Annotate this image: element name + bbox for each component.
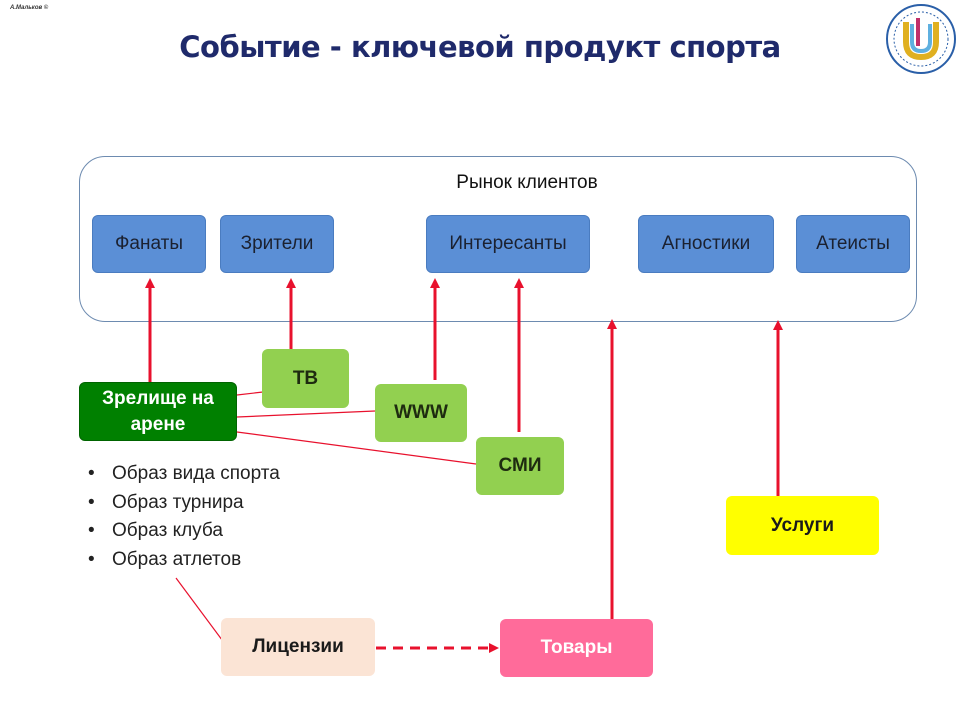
sport-images-list: Образ вида спорта Образ турнира Образ кл… [88, 460, 302, 574]
services-box: Услуги [726, 496, 879, 555]
list-item: Образ клуба [88, 517, 302, 546]
line-images-to-licenses [175, 577, 229, 649]
segment-atheists: Атеисты [796, 215, 910, 273]
line-spectacle-to-tv [236, 391, 264, 396]
customer-market-label: Рынок клиентов [456, 172, 598, 193]
list-item: Образ турнира [88, 489, 302, 518]
university-emblem-icon [886, 4, 956, 74]
channel-www: WWW [375, 384, 467, 442]
spectacle-box: Зрелище на арене [79, 382, 237, 441]
list-item: Образ атлетов [88, 546, 302, 575]
goods-box: Товары [500, 619, 653, 677]
page-title: Событие - ключевой продукт спорта [179, 30, 781, 64]
segment-agnostics: Агностики [638, 215, 774, 273]
line-spectacle-to-www [236, 410, 376, 418]
segment-fans: Фанаты [92, 215, 206, 273]
segment-spectators: Зрители [220, 215, 334, 273]
segment-interested: Интересанты [426, 215, 590, 273]
channel-media: СМИ [476, 437, 564, 495]
author-credit: А.Мальков © [10, 5, 49, 11]
list-item: Образ вида спорта [88, 460, 302, 489]
channel-tv: ТВ [262, 349, 349, 408]
line-spectacle-to-media [236, 431, 477, 465]
licenses-box: Лицензии [221, 618, 375, 676]
